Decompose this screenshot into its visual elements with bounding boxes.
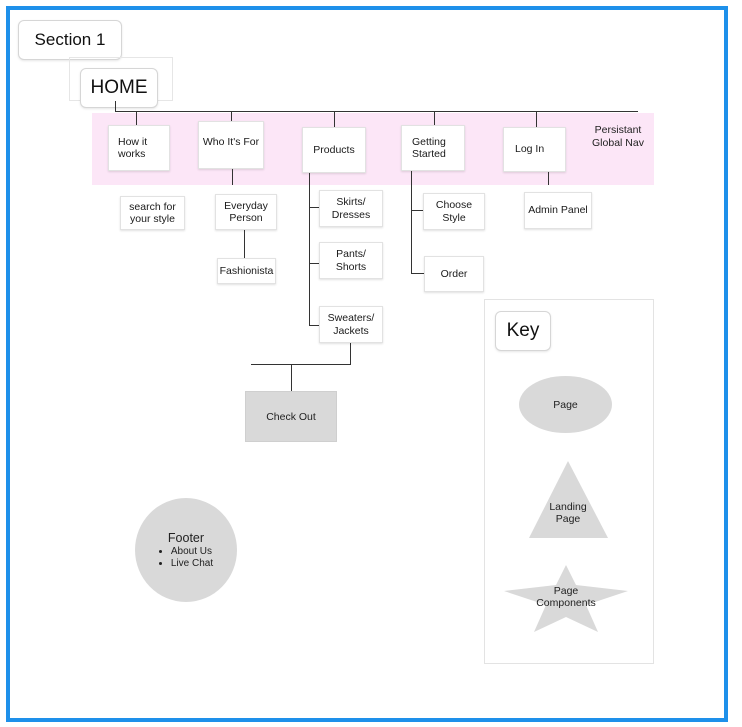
connector: [251, 364, 351, 365]
key-page-components-label-2: Components: [536, 597, 596, 609]
connector: [548, 172, 549, 185]
nav-item-log-in: Log In: [503, 127, 566, 172]
connector: [334, 111, 335, 127]
connector: [232, 169, 233, 185]
page-fashionista: Fashionista: [217, 258, 276, 284]
key-page-components-star: [504, 565, 628, 632]
connector: [136, 111, 137, 125]
nav-item-getting-started: Getting Started: [401, 125, 465, 171]
nav-item-who-its-for: Who It's For: [198, 121, 264, 169]
footer-component: Footer About Us Live Chat: [135, 498, 237, 602]
page-choose-style: Choose Style: [423, 193, 485, 230]
nav-item-products: Products: [302, 127, 366, 173]
footer-item-live-chat: Live Chat: [171, 558, 213, 570]
page-order: Order: [424, 256, 484, 292]
key-landing-page-triangle: [529, 461, 608, 538]
key-page-components-label-1: Page: [554, 585, 579, 597]
key-title: Key: [495, 311, 551, 351]
page-skirts-dresses: Skirts/ Dresses: [319, 190, 383, 227]
connector: [434, 111, 435, 125]
connector: [291, 364, 292, 391]
page-pants-shorts: Pants/ Shorts: [319, 242, 383, 279]
section-label: Section 1: [18, 20, 122, 60]
home-node: HOME: [80, 68, 158, 108]
connector: [411, 273, 424, 274]
page-check-out: Check Out: [245, 391, 337, 442]
footer-item-about-us: About Us: [171, 546, 213, 558]
key-landing-page-label-2: Page: [556, 513, 581, 525]
key-page-oval: Page: [519, 376, 612, 433]
global-nav-band: [92, 113, 654, 185]
connector: [115, 111, 638, 112]
connector: [309, 325, 320, 326]
connector: [350, 342, 351, 364]
page-everyday-person: Everyday Person: [215, 194, 277, 230]
page-search-for-your-style: search for your style: [120, 196, 185, 230]
global-nav-note: Persistant Global Nav: [592, 124, 644, 149]
connector: [536, 111, 537, 127]
connector: [309, 173, 310, 325]
page-admin-panel: Admin Panel: [524, 192, 592, 229]
connector: [244, 230, 245, 258]
nav-item-how-it-works: How it works: [108, 125, 170, 171]
connector: [309, 207, 320, 208]
connector: [411, 210, 424, 211]
footer-list: About Us Live Chat: [159, 546, 213, 570]
page-sweaters-jackets: Sweaters/ Jackets: [319, 306, 383, 343]
key-landing-page-label-1: Landing: [549, 501, 587, 513]
connector: [309, 263, 320, 264]
connector: [115, 101, 116, 111]
key-shapes: Landing Page Page Components: [504, 461, 628, 632]
footer-title: Footer: [167, 530, 205, 545]
connector: [411, 171, 412, 273]
connector: [231, 111, 232, 125]
